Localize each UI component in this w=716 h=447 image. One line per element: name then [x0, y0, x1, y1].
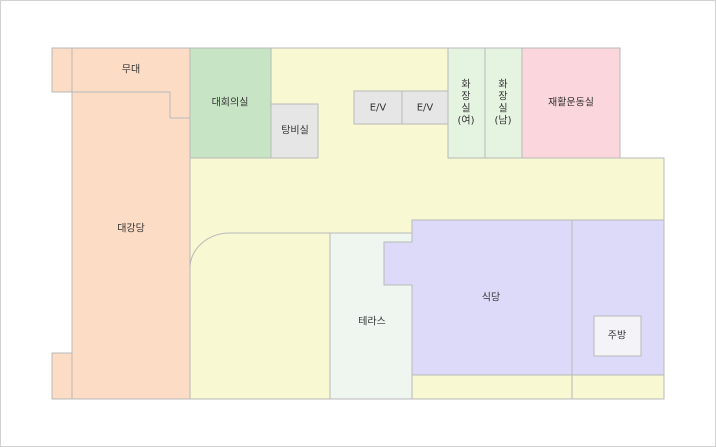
- terrace-label: 테라스: [358, 316, 386, 328]
- restroom-women-label-4: (여): [457, 115, 474, 127]
- restroom-men: [484, 47, 523, 159]
- restroom-women-label-1: 화: [461, 79, 470, 91]
- meeting-room: [189, 47, 272, 159]
- stage-side-notch: [51, 47, 73, 93]
- elevator-1-label: E/V: [370, 103, 387, 114]
- auditorium-label: 대강당: [117, 223, 145, 235]
- kitchen-label: 주방: [608, 330, 626, 342]
- curved-wall: [189, 232, 330, 269]
- restroom-men-label-4: (남): [494, 115, 511, 127]
- rehab-room-label: 재활운동실: [548, 96, 594, 109]
- auditorium-side-notch: [51, 352, 73, 400]
- cafeteria-label: 식당: [482, 292, 500, 304]
- restroom-men-label-2: 장: [498, 91, 507, 103]
- rehab-exercise-room: [521, 47, 621, 159]
- water-heater-room-label: 탕비실: [281, 125, 309, 137]
- elevator-2-label: E/V: [417, 103, 434, 114]
- stage-label: 무대: [122, 64, 140, 76]
- restroom-women-label-2: 장: [461, 91, 470, 103]
- water-heater-room: [270, 103, 319, 159]
- elevator-1: [353, 90, 403, 125]
- kitchen-room: [593, 315, 642, 357]
- elevator-2: [401, 90, 449, 125]
- restroom-women: [447, 47, 486, 159]
- restroom-men-label-1: 화: [498, 79, 507, 91]
- auditorium-room: [71, 91, 191, 400]
- meeting-room-label: 대회의실: [212, 97, 249, 109]
- restroom-men-label-3: 실: [498, 103, 507, 115]
- cafeteria-room: [383, 219, 573, 376]
- restroom-women-label-3: 실: [461, 103, 470, 115]
